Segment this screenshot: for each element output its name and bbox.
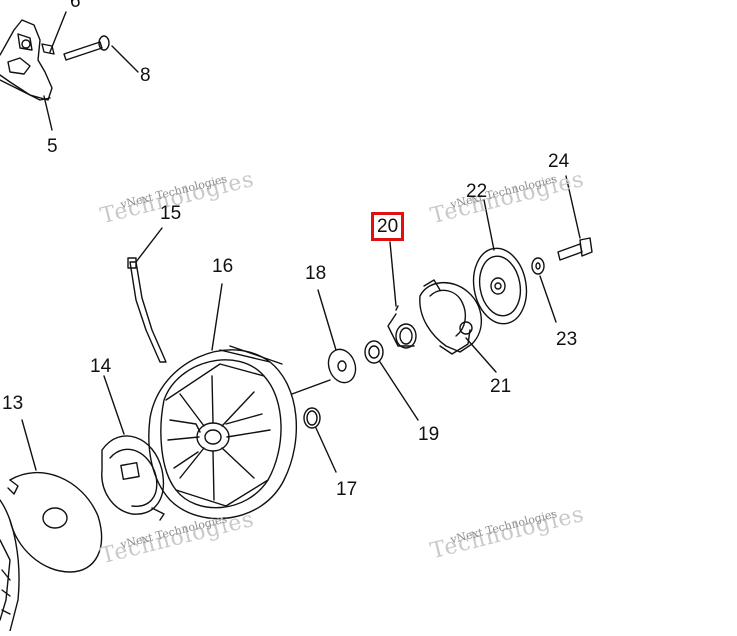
ratchet-cam-21 [419,279,483,355]
bushing-19 [364,340,384,364]
spring-20 [387,305,417,349]
rope-15 [127,257,167,363]
callout-17[interactable]: 17 [336,479,358,500]
callout-23[interactable]: 23 [556,329,578,350]
callout-19[interactable]: 19 [418,424,440,445]
callout-5[interactable]: 5 [47,136,58,157]
guide-plate-22 [472,247,528,325]
callout-16[interactable]: 16 [212,256,234,277]
callout-6[interactable]: 6 [70,0,81,12]
retaining-ring-17 [303,407,321,429]
pulley-16 [148,345,298,520]
callout-15[interactable]: 15 [160,203,182,224]
callout-22[interactable]: 22 [466,181,488,202]
spring-14 [101,435,165,521]
callout-20[interactable]: 20 [371,212,405,241]
spring-plate-13 [0,471,103,632]
bracket-assembly [0,19,55,101]
bolt-8 [63,35,110,61]
callout-13[interactable]: 13 [2,393,24,414]
callout-24[interactable]: 24 [548,151,570,172]
callout-14[interactable]: 14 [90,356,112,377]
callout-18[interactable]: 18 [305,263,327,284]
callout-21[interactable]: 21 [490,376,512,397]
washer-23 [531,257,545,275]
bolt-24 [557,237,593,261]
callout-8[interactable]: 8 [140,65,151,86]
